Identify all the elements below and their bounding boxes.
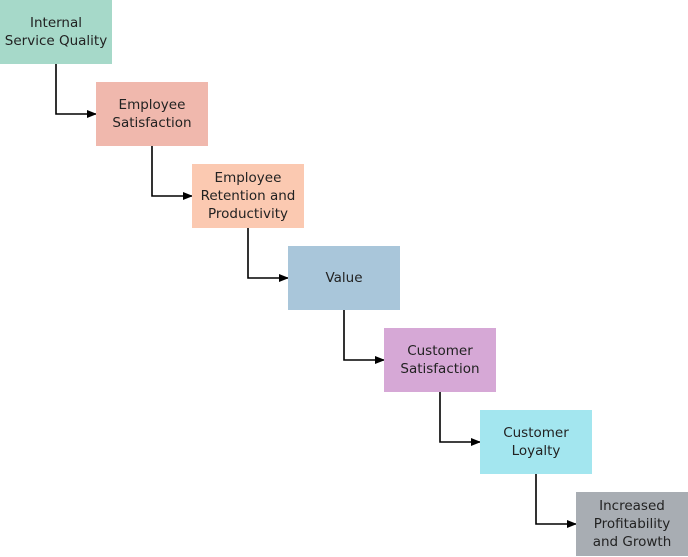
node-internal-service-quality: Internal Service Quality [0, 0, 112, 64]
arrow-n1-to-n2 [55, 64, 97, 118]
node-label: Customer Loyalty [503, 425, 569, 459]
node-increased-profitability-and-growth: Increased Profitability and Growth [576, 492, 688, 556]
arrow-n3-to-n4 [247, 228, 289, 282]
node-label: Customer Satisfaction [400, 343, 480, 377]
arrow-n2-to-n3 [151, 146, 193, 200]
node-label: Increased Profitability and Growth [592, 498, 672, 550]
node-value: Value [288, 246, 400, 310]
node-employee-retention-and-productivity: Employee Retention and Productivity [192, 164, 304, 228]
node-label: Value [325, 270, 363, 286]
node-customer-loyalty: Customer Loyalty [480, 410, 592, 474]
node-employee-satisfaction: Employee Satisfaction [96, 82, 208, 146]
node-label: Employee Satisfaction [112, 97, 192, 131]
arrow-n5-to-n6 [439, 392, 481, 446]
node-customer-satisfaction: Customer Satisfaction [384, 328, 496, 392]
node-label: Internal Service Quality [4, 15, 108, 49]
arrow-n4-to-n5 [343, 310, 385, 364]
arrow-n6-to-n7 [535, 474, 577, 528]
node-label: Employee Retention and Productivity [200, 170, 296, 222]
